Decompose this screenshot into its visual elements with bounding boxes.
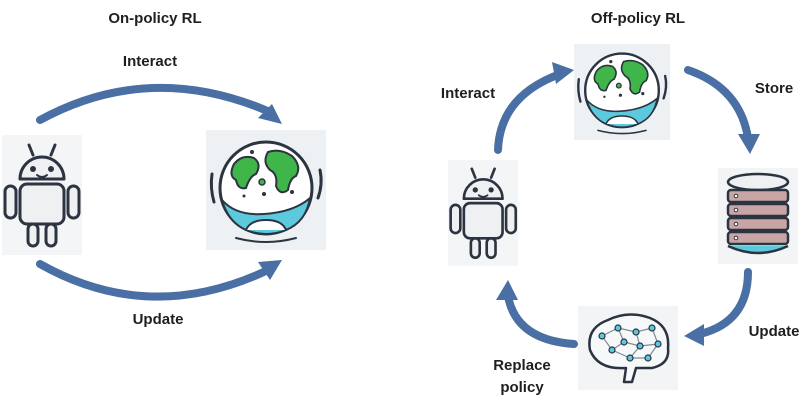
off-policy-title: Off-policy RL (591, 10, 685, 27)
off-policy-store-arrow (684, 66, 752, 142)
off-policy-replay-buffer-database-icon (716, 166, 800, 266)
off-policy-environment-globe-icon (572, 42, 672, 142)
off-policy-replace-arrow (504, 292, 578, 348)
on-policy-interact-arrowhead (258, 104, 282, 124)
off-policy-interact-label: Interact (441, 85, 495, 102)
off-policy-policy-brain-network-icon (576, 304, 680, 392)
on-policy-update-arrow (36, 260, 272, 301)
off-policy-replace-label-line1: Replace (493, 357, 551, 374)
off-policy-store-arrowhead (738, 134, 760, 154)
on-policy-update-arrowhead (258, 260, 282, 280)
on-policy-environment-globe-icon (204, 128, 328, 252)
off-policy-update-arrowhead (684, 324, 704, 346)
off-policy-update-label: Update (749, 323, 800, 340)
on-policy-title: On-policy RL (108, 10, 201, 27)
on-policy-update-label: Update (133, 311, 184, 328)
off-policy-agent-android-icon (446, 158, 520, 267)
off-policy-interact-arrowhead (552, 62, 574, 84)
off-policy-interact-arrow (494, 70, 564, 154)
off-policy-store-label: Store (755, 80, 793, 97)
on-policy-interact-label: Interact (123, 53, 177, 70)
off-policy-update-arrow (696, 268, 752, 338)
on-policy-agent-android-icon (0, 133, 84, 257)
off-policy-replace-arrowhead (496, 280, 518, 300)
on-policy-interact-arrow (36, 83, 274, 124)
off-policy-replace-label-line2: policy (500, 379, 544, 396)
